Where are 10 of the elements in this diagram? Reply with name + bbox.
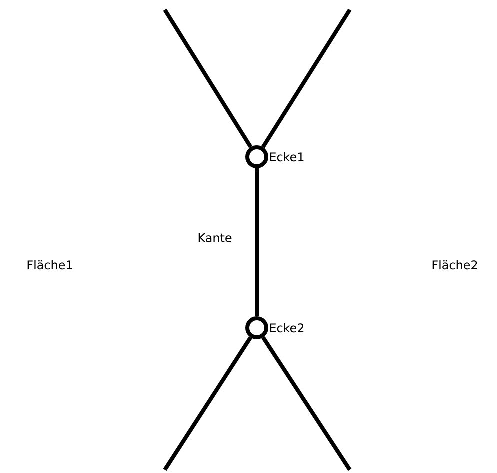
vertex-label: Ecke1 [270, 152, 304, 162]
vertex-label: Ecke2 [270, 323, 304, 333]
face-label: Fläche1 [28, 260, 72, 270]
edge-label: Kante [196, 232, 234, 244]
line [163, 8, 253, 148]
line [255, 168, 259, 316]
line [262, 336, 352, 472]
line [261, 8, 352, 148]
line [163, 336, 252, 472]
face-label: Fläche2 [432, 260, 478, 270]
